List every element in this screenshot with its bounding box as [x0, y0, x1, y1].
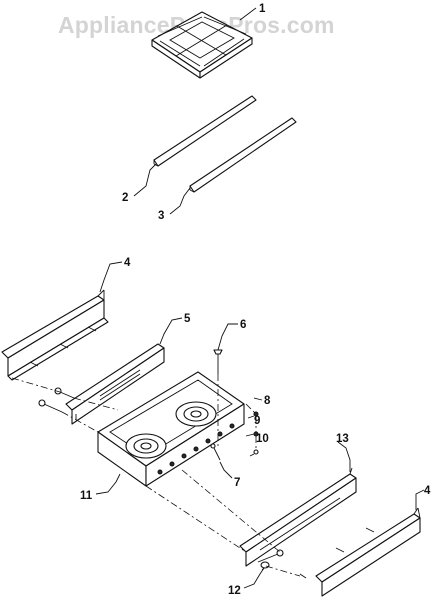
callout-4-lower: 4 — [424, 485, 431, 497]
callout-3: 3 — [158, 210, 164, 222]
callout-8: 8 — [264, 395, 271, 407]
burner-grate — [151, 11, 253, 79]
side-trim-left — [1, 289, 109, 381]
burner-pan — [97, 371, 245, 487]
front-bracket — [239, 467, 357, 567]
assembly-lines — [11, 374, 301, 577]
trim-strip-right — [189, 117, 297, 193]
leader-lines — [95, 7, 425, 589]
callout-13: 13 — [336, 433, 349, 445]
callout-11: 11 — [80, 490, 93, 502]
screw — [213, 349, 223, 374]
mounting-bracket — [65, 343, 165, 425]
callout-7: 7 — [234, 477, 240, 489]
fastener-10 — [253, 449, 259, 455]
callout-labels: 1 2 3 4 5 6 8 9 10 7 11 13 4 12 — [80, 3, 431, 597]
callout-6: 6 — [240, 319, 246, 331]
trim-strip-left — [153, 95, 257, 167]
callout-12: 12 — [228, 585, 241, 597]
callout-4-upper: 4 — [124, 257, 131, 269]
callout-10: 10 — [256, 433, 269, 445]
fastener-7 — [210, 443, 221, 461]
side-trim-right — [299, 507, 421, 597]
callout-9: 9 — [254, 415, 260, 427]
callout-2: 2 — [122, 192, 128, 204]
mounting-bolts — [38, 387, 75, 413]
callout-5: 5 — [184, 313, 191, 325]
callout-1: 1 — [259, 3, 266, 15]
